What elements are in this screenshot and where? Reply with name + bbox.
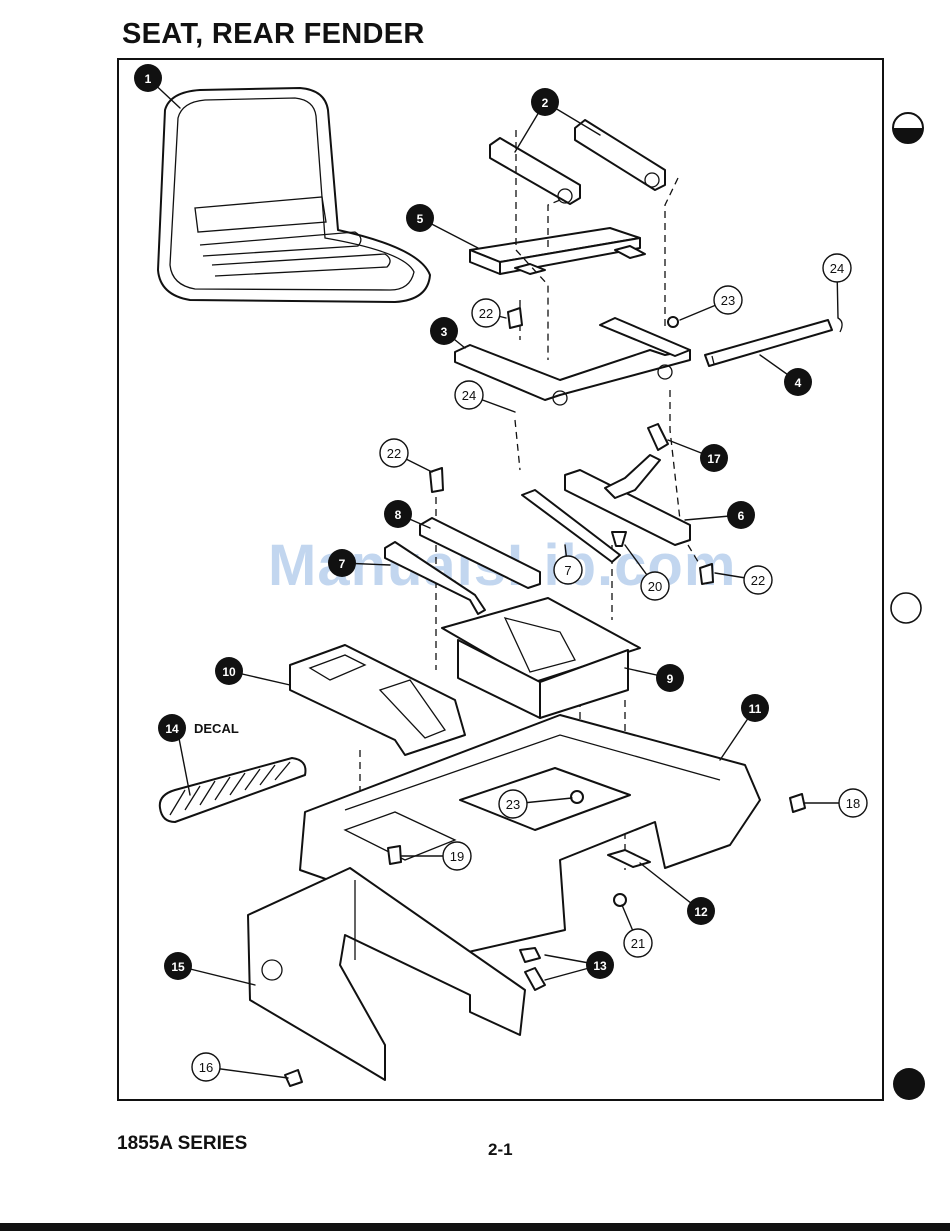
svg-text:9: 9 — [667, 672, 674, 686]
svg-text:11: 11 — [749, 702, 762, 716]
callout-6: 6 — [727, 501, 755, 529]
callout-17: 17 — [700, 444, 728, 472]
decal-label: DECAL — [194, 721, 239, 736]
callout-21: 21 — [624, 929, 652, 957]
svg-text:17: 17 — [707, 452, 721, 466]
seat-springs — [385, 490, 626, 614]
svg-text:13: 13 — [593, 959, 607, 973]
page-number: 2-1 — [488, 1140, 513, 1160]
callout-22b: 22 — [380, 439, 408, 467]
svg-text:16: 16 — [199, 1060, 213, 1075]
callout-12: 12 — [687, 897, 715, 925]
svg-text:22: 22 — [751, 573, 765, 588]
svg-text:22: 22 — [479, 306, 493, 321]
callout-14: 14 — [158, 714, 186, 742]
housing-cover — [290, 645, 465, 755]
callout-2: 2 — [531, 88, 559, 116]
callout-24a: 24 — [823, 254, 851, 282]
svg-text:12: 12 — [694, 905, 708, 919]
callout-9: 9 — [656, 664, 684, 692]
svg-text:7: 7 — [339, 557, 346, 571]
pivot-rod — [705, 318, 842, 366]
callout-20: 20 — [641, 572, 669, 600]
seat — [158, 88, 430, 302]
decal — [160, 758, 306, 822]
callout-15: 15 — [164, 952, 192, 980]
battery-tray — [442, 598, 640, 718]
svg-text:15: 15 — [171, 960, 185, 974]
svg-text:24: 24 — [462, 388, 476, 403]
callout-5: 5 — [406, 204, 434, 232]
svg-text:8: 8 — [395, 508, 402, 522]
svg-text:22: 22 — [387, 446, 401, 461]
svg-text:24: 24 — [830, 261, 844, 276]
callout-24b: 24 — [455, 381, 483, 409]
callout-23a: 23 — [714, 286, 742, 314]
svg-text:23: 23 — [721, 293, 735, 308]
callout-19: 19 — [443, 842, 471, 870]
callout-13: 13 — [586, 951, 614, 979]
callout-8: 8 — [384, 500, 412, 528]
callout-1: 1 — [134, 64, 162, 92]
callout-open-7: 7 — [554, 556, 582, 584]
svg-text:14: 14 — [165, 722, 179, 736]
seat-plate — [470, 228, 645, 274]
svg-text:21: 21 — [631, 936, 645, 951]
callout-22a: 22 — [472, 299, 500, 327]
svg-text:18: 18 — [846, 796, 860, 811]
callout-3: 3 — [430, 317, 458, 345]
svg-text:1: 1 — [145, 72, 152, 86]
svg-text:5: 5 — [417, 212, 424, 226]
svg-text:2: 2 — [542, 96, 549, 110]
callout-18: 18 — [839, 789, 867, 817]
callout-11: 11 — [741, 694, 769, 722]
callout-10: 10 — [215, 657, 243, 685]
callout-4: 4 — [784, 368, 812, 396]
svg-text:19: 19 — [450, 849, 464, 864]
bottom-rule — [0, 1223, 950, 1231]
callout-22c: 22 — [744, 566, 772, 594]
callout-16: 16 — [192, 1053, 220, 1081]
svg-text:3: 3 — [441, 325, 448, 339]
svg-text:10: 10 — [222, 665, 236, 679]
footer-series: 1855A SERIES — [117, 1133, 247, 1155]
svg-text:20: 20 — [648, 579, 662, 594]
callout-23b: 23 — [499, 790, 527, 818]
callout-7: 7 — [328, 549, 356, 577]
svg-text:6: 6 — [738, 509, 745, 523]
svg-text:7: 7 — [564, 563, 571, 578]
svg-text:23: 23 — [506, 797, 520, 812]
binder-holes — [891, 113, 925, 1100]
svg-text:4: 4 — [795, 376, 802, 390]
